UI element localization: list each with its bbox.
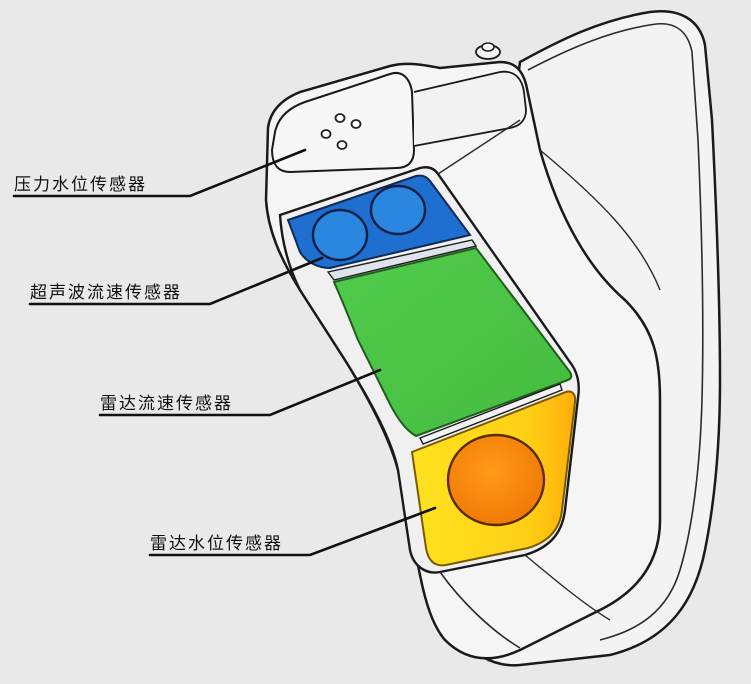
pressure-sensor-holes: [320, 113, 362, 150]
radar-flow-panel: [332, 246, 573, 438]
housing-lower-plate: [524, 554, 611, 621]
label-radar-flow-sensor: 雷达流速传感器: [100, 394, 233, 414]
housing-top-plate: [413, 70, 527, 147]
label-ultrasonic-flow-sensor: 超声波流速传感器: [30, 283, 182, 303]
housing-top-cap: [270, 72, 416, 174]
label-radar-level-sensor: 雷达水位传感器: [150, 534, 283, 554]
radar-level-dome: [446, 433, 546, 527]
leader-line-ultrasonic-flow: [28, 256, 324, 306]
leader-line-pressure-level: [12, 148, 307, 198]
leader-line-radar-flow: [98, 368, 382, 417]
top-knob: [475, 42, 501, 60]
panel-divider: [326, 239, 478, 281]
housing-back-crease: [539, 149, 661, 291]
label-pressure-level-sensor: 压力水位传感器: [14, 175, 147, 195]
ultrasonic-transducer-left: [311, 208, 369, 262]
housing-mid-crease: [437, 119, 521, 175]
leader-lines: [12, 148, 437, 557]
panel-slot: [419, 383, 563, 445]
leader-line-radar-level: [148, 506, 437, 557]
housing-side-panel: [527, 23, 704, 641]
ultrasonic-transducer-right: [369, 184, 427, 236]
housing-lower-edge: [439, 571, 521, 649]
